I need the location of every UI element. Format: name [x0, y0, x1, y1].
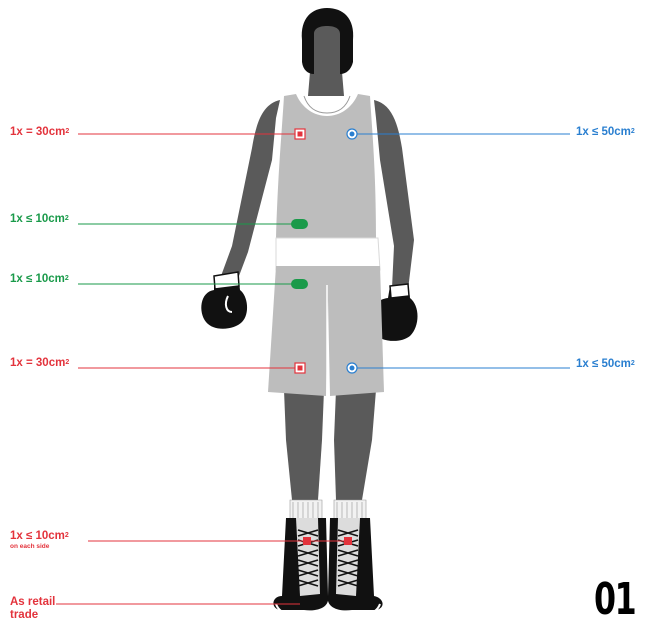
label-waist-bottom-text: 1x ≤ 10cm	[10, 273, 65, 285]
label-shoes: As retail trade	[10, 596, 55, 622]
label-socks-sup: 2	[65, 532, 69, 539]
label-chest-left-text: 1x = 30cm	[10, 126, 65, 138]
label-socks-text: 1x ≤ 10cm	[10, 530, 65, 542]
label-chest-left: 1x = 30cm2	[10, 126, 69, 139]
label-chest-right: 1x ≤ 50cm2	[576, 126, 635, 139]
marker-square-shorts	[295, 363, 305, 373]
label-waist-top-text: 1x ≤ 10cm	[10, 213, 65, 225]
marker-circle-shorts	[347, 363, 357, 373]
label-shoes-line1: As retail	[10, 596, 55, 608]
tank-top	[276, 94, 376, 238]
label-shorts-left-text: 1x = 30cm	[10, 357, 65, 369]
label-waist-top-sup: 2	[65, 215, 69, 222]
waistband	[276, 238, 380, 270]
left-boot-icon	[273, 518, 328, 618]
label-socks-note: on each side	[10, 543, 69, 551]
right-boot-icon	[328, 518, 383, 618]
label-shoes-line2: trade	[10, 609, 38, 621]
shorts	[268, 266, 384, 396]
marker-circle-chest	[347, 129, 357, 139]
boxer-left-leg	[284, 390, 324, 500]
label-shorts-right-sup: 2	[631, 360, 635, 367]
marker-square-chest	[295, 129, 305, 139]
boxer-right-arm	[374, 100, 414, 290]
label-chest-right-text: 1x ≤ 50cm	[576, 126, 631, 138]
marker-sock-right	[344, 537, 352, 545]
label-waist-top: 1x ≤ 10cm2	[10, 213, 69, 226]
label-shorts-right-text: 1x ≤ 50cm	[576, 358, 631, 370]
boxer-right-leg	[334, 390, 376, 500]
label-shorts-left: 1x = 30cm2	[10, 357, 69, 370]
marker-pill-waist-bottom	[291, 279, 308, 289]
label-shorts-left-sup: 2	[65, 359, 69, 366]
label-chest-right-sup: 2	[631, 128, 635, 135]
label-shorts-right: 1x ≤ 50cm2	[576, 358, 635, 371]
label-waist-bottom: 1x ≤ 10cm2	[10, 273, 69, 286]
marker-sock-left	[303, 537, 311, 545]
boxer-left-arm	[221, 100, 280, 284]
label-socks: 1x ≤ 10cm2 on each side	[10, 530, 69, 551]
page-number: 01	[594, 574, 635, 625]
marker-pill-waist-top	[291, 219, 308, 229]
label-chest-left-sup: 2	[65, 128, 69, 135]
label-waist-bottom-sup: 2	[65, 275, 69, 282]
